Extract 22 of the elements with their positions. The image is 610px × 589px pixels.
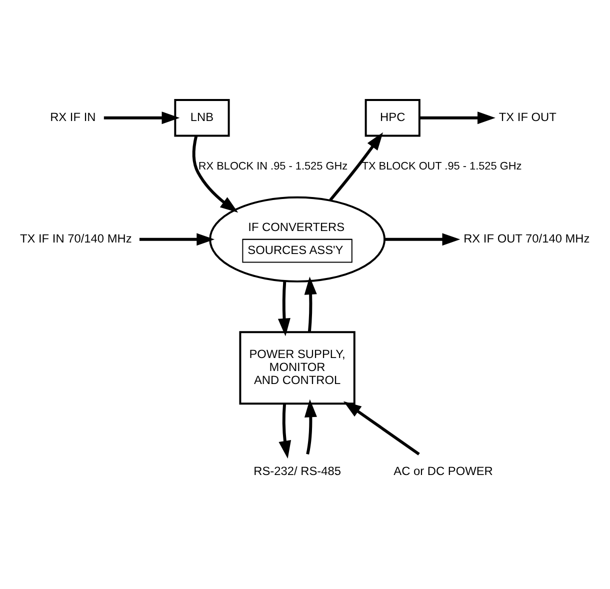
- node-text: AC or DC POWER: [394, 464, 493, 478]
- node-box: HPC: [364, 98, 420, 136]
- node-text: RX IF IN: [50, 109, 96, 124]
- edge-label: RX BLOCK IN .95 - 1.525 GHz: [198, 160, 348, 172]
- edge-label: TX BLOCK OUT .95 - 1.525 GHz: [362, 160, 522, 172]
- arrow: [343, 400, 420, 455]
- node-text: TX IF IN 70/140 MHz: [20, 230, 132, 245]
- arrow: [104, 111, 180, 124]
- node-text: RS-232/ RS-485: [254, 464, 341, 478]
- arrow: [278, 280, 290, 336]
- node-box: POWER SUPPLY, MONITOR AND CONTROL: [239, 330, 356, 404]
- arrow: [139, 232, 215, 246]
- arrow: [304, 276, 317, 332]
- arrow: [304, 398, 317, 454]
- node-box: LNB: [174, 98, 230, 136]
- arrow: [384, 232, 460, 246]
- node-text: TX IF OUT: [498, 109, 556, 124]
- arrow: [192, 134, 238, 212]
- arrow: [420, 111, 496, 124]
- arrow: [278, 403, 292, 458]
- node-text: RX IF OUT 70/140 MHz: [464, 230, 590, 245]
- arrow: [329, 132, 384, 200]
